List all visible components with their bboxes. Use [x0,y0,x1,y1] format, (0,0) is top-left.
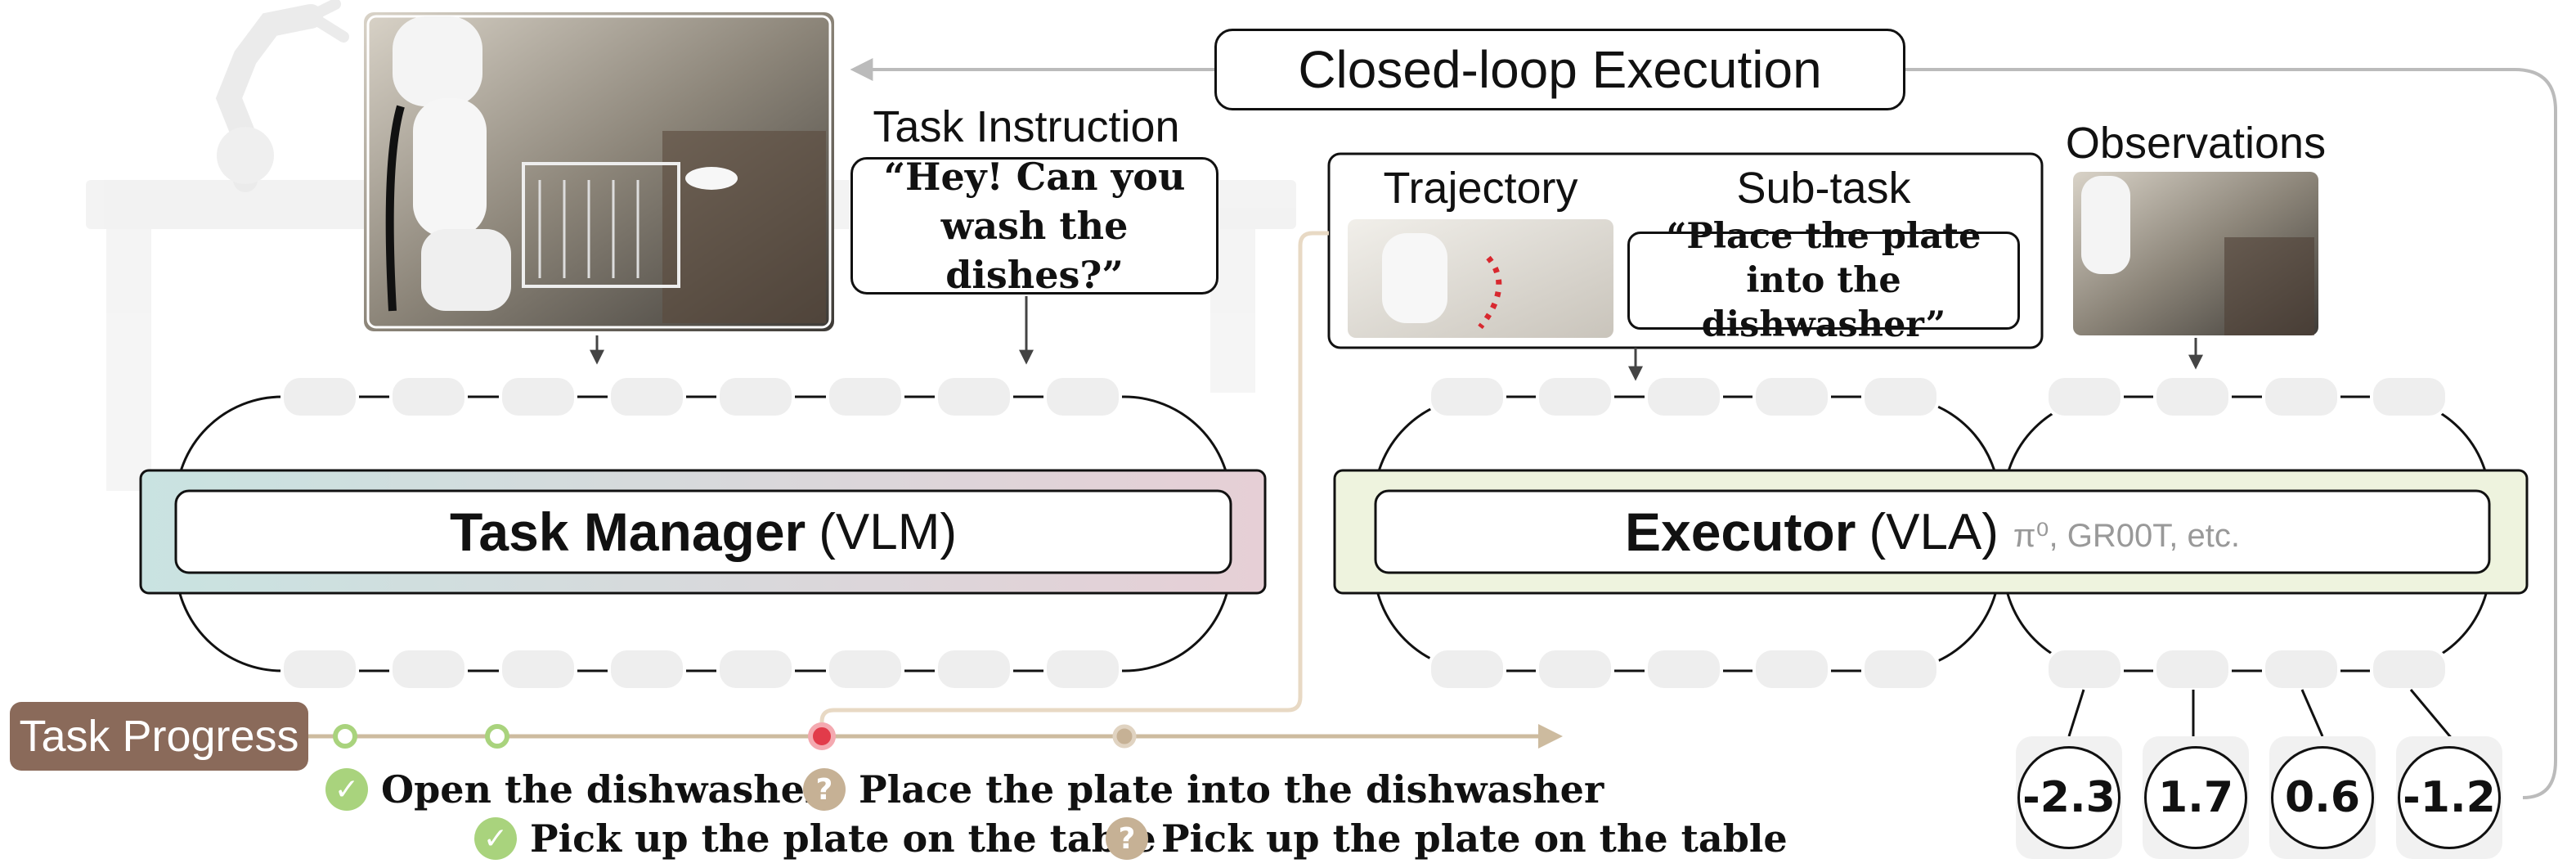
executor-label: Executor (VLA) π⁰, GR00T, etc. [1376,491,2489,573]
executor-name: Executor [1625,501,1856,562]
progress-item-text: Pick up the plate on the table [530,816,1156,861]
task-manager-input-tokens [280,375,1122,419]
task-progress-label: Task Progress [10,702,308,771]
progress-node-done-1 [333,724,357,749]
score-value: -1.2 [2398,746,2501,849]
executor-suffix: (VLA) [1869,503,1999,560]
score-box-2: 1.7 [2143,736,2249,859]
task-instruction-heading: Task Instruction [873,102,1180,151]
observations-heading: Observations [2065,119,2327,168]
closed-loop-title: Closed-loop Execution [1298,40,1822,99]
progress-item-text: Pick up the plate on the table [1161,816,1788,861]
progress-item-1: ✓ Open the dishwasher [325,767,824,812]
progress-item-2: ✓ Pick up the plate on the table [474,816,1156,861]
task-instruction-text: “Hey! Can you wash the dishes?” [883,155,1186,297]
progress-item-4: ? Pick up the plate on the table [1106,816,1788,861]
task-manager-suffix: (VLM) [819,503,958,560]
question-icon: ? [1106,817,1148,860]
observation-thumbnail [2073,172,2318,335]
trajectory-heading: Trajectory [1383,164,1578,213]
subtask-text: “Place the plate into the dishwasher” [1666,216,1981,345]
score-value: 1.7 [2144,746,2247,849]
progress-item-text: Place the plate into the dishwasher [859,767,1604,812]
score-value: -2.3 [2017,746,2120,849]
closed-loop-title-box: Closed-loop Execution [1214,29,1905,110]
score-box-3: 0.6 [2269,736,2376,859]
robot-kitchen-photo [364,12,834,331]
progress-node-current [808,722,836,750]
check-icon: ✓ [325,768,368,811]
task-manager-token-frame [139,375,1267,691]
subtask-box: “Place the plate into the dishwasher” [1627,216,2020,345]
question-icon: ? [803,768,846,811]
executor-input-tokens [1428,375,2448,419]
progress-node-done-2 [485,724,509,749]
executor-note: π⁰, GR00T, etc. [2013,518,2240,554]
task-manager-label: Task Manager (VLM) [176,491,1231,573]
progress-item-3: ? Place the plate into the dishwasher [803,767,1604,812]
trajectory-thumbnail [1348,219,1613,338]
task-instruction-box: “Hey! Can you wash the dishes?” [850,155,1218,297]
task-manager-output-tokens [280,647,1122,691]
score-box-1: -2.3 [2016,736,2122,859]
executor-output-tokens [1428,647,2448,691]
progress-item-text: Open the dishwasher [381,767,825,812]
executor-token-frame [1333,375,2529,691]
subtask-heading: Sub-task [1736,164,1911,213]
check-icon: ✓ [474,817,517,860]
score-box-4: -1.2 [2396,736,2502,859]
progress-feedback-line [819,231,1329,736]
progress-node-pending [1112,724,1137,749]
task-manager-name: Task Manager [449,501,806,562]
score-value: 0.6 [2271,746,2374,849]
score-connectors [2067,689,2455,741]
closed-loop-arrow [855,70,2557,799]
